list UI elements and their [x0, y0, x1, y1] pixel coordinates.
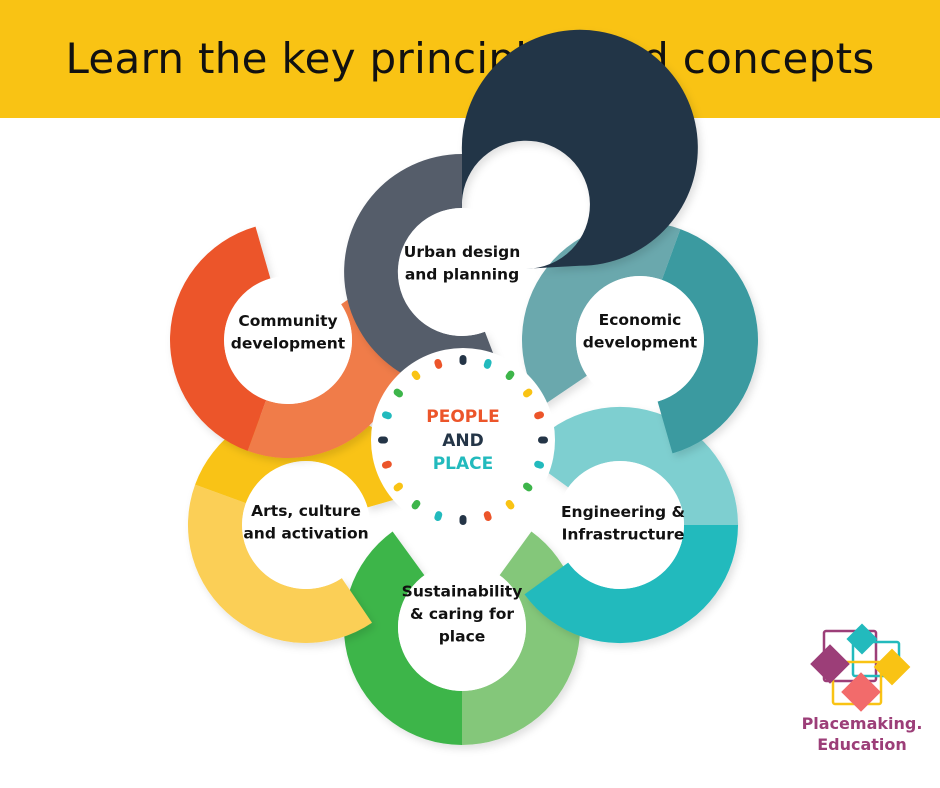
petal-label-urban: and planning [405, 265, 519, 283]
petal-label-economic: Economic [599, 311, 682, 329]
ring-urban [344, 29, 698, 390]
ring-segment-arts-a [187, 484, 372, 644]
center-disc [371, 348, 555, 532]
center-dot [522, 482, 533, 492]
petal-label-arts: Arts, culture [251, 502, 361, 520]
ring-segment-economic-a [521, 221, 681, 406]
logo-text-education: Education [817, 735, 907, 754]
center-dot [411, 499, 421, 510]
logo-text-placemaking: Placemaking. [802, 714, 923, 733]
center-dot [505, 499, 515, 510]
placemaking-logo [810, 623, 911, 712]
center-dot [381, 460, 392, 469]
center-dot [411, 370, 421, 381]
ring-segment-engineering-b [524, 525, 738, 644]
title-banner: Learn the key principles and concepts [0, 0, 940, 118]
ring-segment-community-b [170, 226, 271, 451]
petal-label-sustainability: place [439, 628, 486, 646]
center-dot [393, 482, 404, 492]
center-dot [459, 515, 467, 525]
center-dot [378, 436, 388, 444]
petal-label-urban: Urban design [404, 243, 521, 261]
ring-segment-sustainability-b [343, 531, 462, 746]
center-dot [434, 511, 443, 522]
petal-label-arts: and activation [243, 524, 368, 542]
petal-label-sustainability: Sustainability [402, 583, 523, 601]
petal-label-community: Community [238, 312, 337, 330]
center-label-place: PLACE [433, 454, 494, 474]
petal-rings [170, 29, 758, 746]
ring-segment-urban-b [461, 29, 698, 269]
center-dot [534, 411, 545, 420]
center-dot [393, 388, 404, 398]
petal-label-economic: development [583, 333, 698, 351]
ring-segment-economic-b [657, 229, 758, 454]
center-dot [505, 370, 515, 381]
center-dot [522, 388, 533, 398]
petal-label-sustainability: & caring for [410, 605, 514, 623]
page-title: Learn the key principles and concepts [65, 34, 875, 83]
center-dot [434, 358, 443, 369]
petal-label-community: development [231, 334, 346, 352]
petal-label-engineering: Engineering & [561, 503, 685, 521]
center-dot [381, 411, 392, 420]
ring-center-community [224, 276, 352, 404]
center-dot [534, 460, 545, 469]
ring-economic [521, 221, 758, 454]
center-dot [459, 355, 467, 365]
center-label-and: AND [442, 431, 484, 451]
center-dot [483, 511, 492, 522]
ring-center-arts [242, 461, 370, 589]
ring-center-sustainability [398, 563, 526, 691]
center-dot-ring [378, 355, 548, 525]
ring-center-engineering [556, 461, 684, 589]
ring-segment-urban-a [344, 154, 505, 390]
ring-center-urban [398, 208, 526, 336]
center-label-people: PEOPLE [426, 407, 499, 427]
ring-center-economic [576, 276, 704, 404]
center-dot [538, 436, 548, 444]
petal-label-engineering: Infrastructure [562, 525, 685, 543]
center-dot [483, 358, 492, 369]
